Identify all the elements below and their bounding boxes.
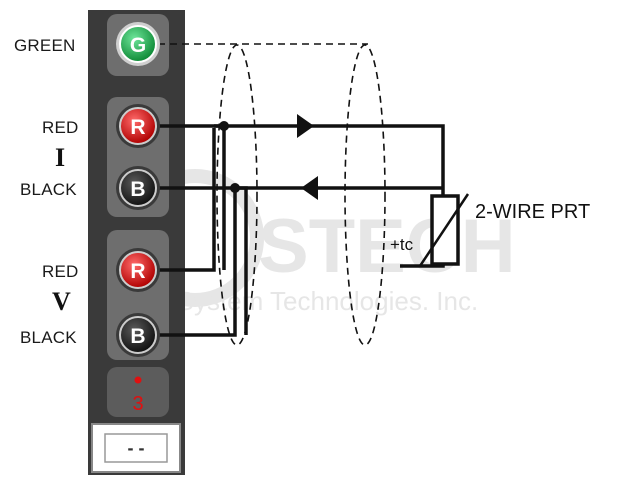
label-red-i: RED <box>42 118 79 137</box>
tc-label: +tc <box>390 235 414 254</box>
wire-black-v <box>152 190 237 337</box>
arrow-right <box>297 114 314 138</box>
terminal-red-v-letter: R <box>130 260 145 283</box>
wire-red-i <box>152 124 445 196</box>
label-black-i: BLACK <box>20 180 77 199</box>
wires <box>152 124 445 337</box>
junction-current-bottom <box>230 183 240 193</box>
channel-number: 3 <box>132 393 143 415</box>
terminal-black-i: B <box>116 166 160 210</box>
terminal-ground: G <box>116 22 160 66</box>
label-green: GREEN <box>14 36 76 55</box>
watermark: STECH Korea System Technologies. Inc. <box>100 169 516 316</box>
label-black-v: BLACK <box>20 328 77 347</box>
label-red-v: RED <box>42 262 79 281</box>
junction-current-top <box>219 121 229 131</box>
cable-shield <box>216 44 386 346</box>
wire-red-v <box>152 128 216 272</box>
prt-sensor <box>400 193 470 268</box>
arrow-left <box>301 176 318 200</box>
label-voltage-group: V <box>52 287 71 316</box>
terminal-black-v-letter: B <box>130 325 145 348</box>
terminal-red-v: R <box>116 248 160 292</box>
watermark-brand: STECH <box>258 204 516 289</box>
channel-dot <box>134 376 142 384</box>
terminal-black-i-letter: B <box>130 178 145 201</box>
terminal-black-v: B <box>116 313 160 357</box>
prt-label: 2-WIRE PRT <box>475 201 590 223</box>
terminal-ground-letter: G <box>130 34 146 57</box>
connector-pins: - - <box>128 438 145 458</box>
terminal-red-i-letter: R <box>130 116 145 139</box>
label-current-group: I <box>55 143 66 172</box>
terminal-red-i: R <box>116 104 160 148</box>
slot-channel <box>107 367 169 417</box>
